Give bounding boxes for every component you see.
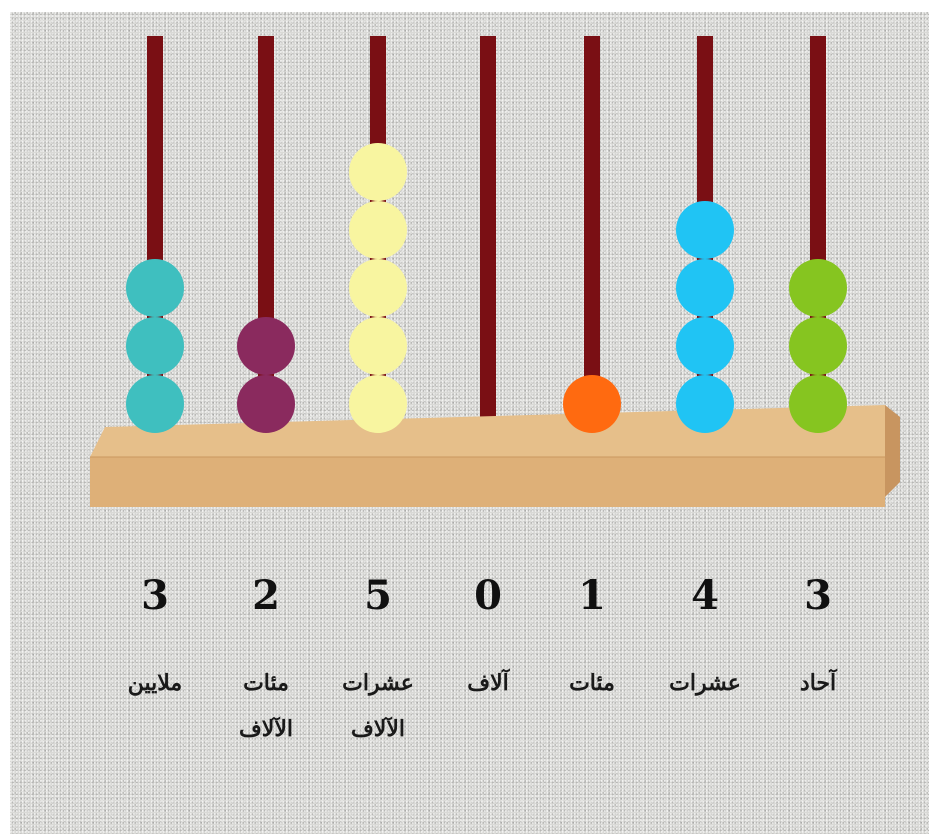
bead bbox=[789, 317, 847, 375]
abacus-panel: 3 2 5 0 1 4 3 ملايين مئات الآلاف عشرات ا… bbox=[10, 12, 929, 834]
digit-ten-thousands: 5 bbox=[364, 572, 392, 619]
label-hundred-thousands: مئات الآلاف bbox=[238, 670, 293, 742]
label-ones: آحاد bbox=[799, 670, 837, 696]
label-millions: ملايين bbox=[127, 670, 183, 696]
abacus-diagram bbox=[90, 36, 900, 507]
digit-tens: 4 bbox=[691, 572, 719, 619]
bead bbox=[349, 143, 407, 201]
digit-millions: 3 bbox=[141, 572, 169, 619]
label-hundreds: مئات bbox=[569, 670, 615, 696]
bead bbox=[126, 375, 184, 433]
label-tens: عشرات bbox=[669, 670, 741, 696]
bead bbox=[676, 375, 734, 433]
bead bbox=[126, 259, 184, 317]
abacus-base bbox=[90, 405, 900, 507]
digit-hundred-thousands: 2 bbox=[252, 572, 280, 619]
bead bbox=[237, 375, 295, 433]
bead bbox=[349, 317, 407, 375]
bead bbox=[789, 375, 847, 433]
bead bbox=[676, 201, 734, 259]
bead bbox=[349, 201, 407, 259]
digit-ones: 3 bbox=[804, 572, 832, 619]
bead bbox=[789, 259, 847, 317]
bead bbox=[349, 259, 407, 317]
rod bbox=[584, 36, 600, 434]
digit-hundreds: 1 bbox=[578, 572, 606, 619]
abacus-base-side bbox=[885, 405, 900, 497]
bead bbox=[349, 375, 407, 433]
digit-thousands: 0 bbox=[474, 572, 502, 619]
abacus-base-front bbox=[90, 457, 885, 507]
rod bbox=[480, 36, 496, 434]
bead bbox=[676, 317, 734, 375]
bead bbox=[676, 259, 734, 317]
label-ten-thousands: عشرات الآلاف bbox=[342, 670, 414, 742]
bead bbox=[563, 375, 621, 433]
label-thousands: آلاف bbox=[467, 670, 509, 696]
bead bbox=[237, 317, 295, 375]
bead bbox=[126, 317, 184, 375]
